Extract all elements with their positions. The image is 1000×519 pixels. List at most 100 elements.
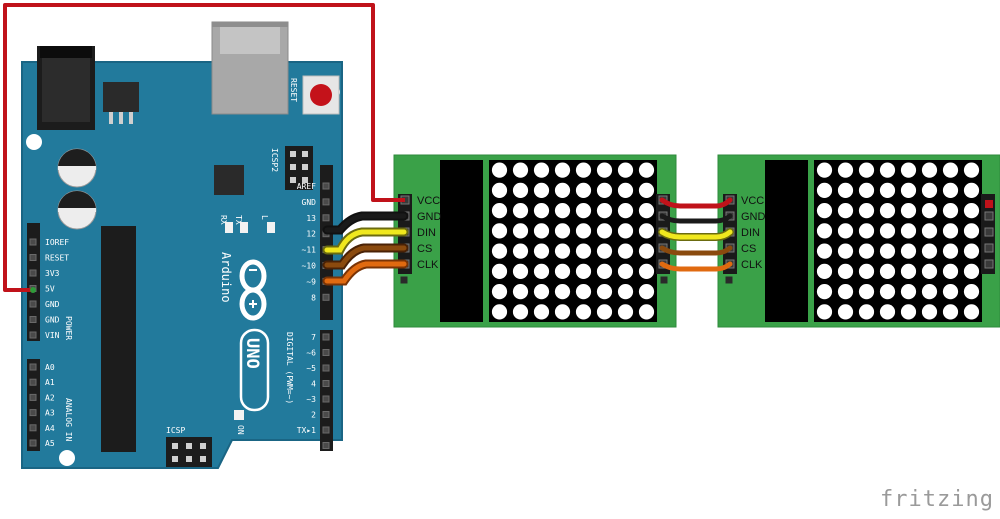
module-pin-label: CLK bbox=[741, 259, 763, 271]
led-dot bbox=[837, 263, 854, 279]
led-dot bbox=[942, 162, 959, 178]
chain-wire-vcc bbox=[659, 197, 733, 209]
chain-wire-gnd bbox=[659, 213, 733, 224]
wire-din bbox=[324, 229, 407, 253]
power-pin-label: 3V3 bbox=[45, 269, 60, 278]
led-dot bbox=[900, 304, 917, 320]
arduino-board-name: Arduino bbox=[219, 252, 233, 303]
chain-wire-cs bbox=[659, 245, 733, 256]
digital-pin-label: ~5 bbox=[306, 364, 316, 373]
led-dot bbox=[554, 162, 571, 178]
led-dot bbox=[879, 223, 896, 239]
analog-section-label: ANALOG IN bbox=[64, 398, 73, 442]
digital-pin bbox=[322, 293, 330, 301]
led-dot bbox=[879, 284, 896, 300]
led-dot bbox=[921, 304, 938, 320]
icsp2-label: ICSP2 bbox=[270, 148, 279, 172]
led-dot bbox=[596, 203, 613, 219]
led-dot bbox=[575, 304, 592, 320]
led-dot bbox=[638, 203, 655, 219]
mounting-hole bbox=[228, 450, 244, 466]
l-led-label: L bbox=[260, 215, 269, 220]
power-pin-label: RESET bbox=[45, 254, 69, 263]
icsp2-pin bbox=[290, 177, 296, 183]
led-dot bbox=[837, 203, 854, 219]
led-dot bbox=[942, 304, 959, 320]
led-dot bbox=[942, 223, 959, 239]
l-led bbox=[267, 222, 275, 233]
reset-button[interactable] bbox=[302, 75, 340, 115]
led-dot bbox=[554, 284, 571, 300]
led-dot bbox=[596, 284, 613, 300]
icsp-header bbox=[166, 437, 212, 467]
led-dot bbox=[617, 182, 634, 198]
led-dot bbox=[816, 304, 833, 320]
module-pin-label: GND bbox=[417, 211, 442, 223]
pin-pad bbox=[724, 275, 734, 285]
led-dot bbox=[554, 243, 571, 259]
led-dot bbox=[533, 304, 550, 320]
uno-model-label: UNO bbox=[242, 338, 262, 369]
uno-badge bbox=[239, 328, 270, 412]
wire-vcc bbox=[3, 3, 405, 292]
led-dot bbox=[879, 263, 896, 279]
led-dot bbox=[942, 263, 959, 279]
icsp-label: ICSP bbox=[166, 426, 185, 435]
led-dot bbox=[837, 243, 854, 259]
digital-pin-label: 7 bbox=[311, 333, 316, 342]
voltage-regulator bbox=[103, 82, 139, 124]
reset-label: RESET bbox=[289, 78, 298, 102]
digital-pin-label: 12 bbox=[306, 230, 316, 239]
led-dot bbox=[491, 162, 508, 178]
digital-pin bbox=[322, 214, 330, 222]
led-dot bbox=[575, 243, 592, 259]
digital-pin-label: ~10 bbox=[302, 262, 317, 271]
led-dot bbox=[596, 223, 613, 239]
led-dot bbox=[900, 162, 917, 178]
led-dot bbox=[942, 284, 959, 300]
power-pin bbox=[29, 269, 37, 277]
analog-pin-label: A1 bbox=[45, 378, 55, 387]
led-dot bbox=[837, 284, 854, 300]
digital-pin-label: RX◂0 bbox=[297, 442, 316, 451]
led-dot bbox=[963, 223, 980, 239]
icsp2-header bbox=[285, 146, 313, 190]
led-dot bbox=[617, 284, 634, 300]
led-dot bbox=[942, 203, 959, 219]
analog-pin-label: A5 bbox=[45, 439, 55, 448]
module-pin-label: CS bbox=[741, 243, 756, 255]
led-dot bbox=[858, 263, 875, 279]
digital-pin-label: 4 bbox=[311, 380, 316, 389]
led-dot bbox=[900, 243, 917, 259]
analog-pin-label: A4 bbox=[45, 424, 55, 433]
analog-pin-label: A2 bbox=[45, 393, 55, 402]
led-dot bbox=[491, 203, 508, 219]
led-dot bbox=[858, 162, 875, 178]
digital-pin-label: 8 bbox=[311, 293, 316, 302]
atmega-chip bbox=[101, 226, 136, 452]
digital-header-bottom bbox=[320, 330, 333, 451]
digital-pin-label: GND bbox=[302, 198, 317, 207]
led-dot bbox=[554, 304, 571, 320]
digital-pin-label: TX▸1 bbox=[297, 426, 316, 435]
led-dot bbox=[921, 223, 938, 239]
digital-pin-label: ~3 bbox=[306, 395, 316, 404]
wire-cs bbox=[324, 245, 407, 268]
led-dot bbox=[900, 263, 917, 279]
icsp-pin bbox=[200, 456, 206, 462]
power-pin bbox=[29, 331, 37, 339]
led-dot bbox=[554, 182, 571, 198]
module-pin-label: VCC bbox=[417, 195, 440, 207]
led-dot bbox=[638, 284, 655, 300]
power-pin bbox=[29, 238, 37, 246]
on-led bbox=[234, 410, 244, 420]
analog-pin bbox=[29, 378, 37, 386]
digital-pin bbox=[322, 364, 330, 372]
led-dot bbox=[963, 263, 980, 279]
led-dot bbox=[512, 284, 529, 300]
led-dot bbox=[879, 203, 896, 219]
power-pin-label: GND bbox=[45, 300, 60, 309]
led-dot bbox=[617, 223, 634, 239]
led-dot bbox=[533, 182, 550, 198]
